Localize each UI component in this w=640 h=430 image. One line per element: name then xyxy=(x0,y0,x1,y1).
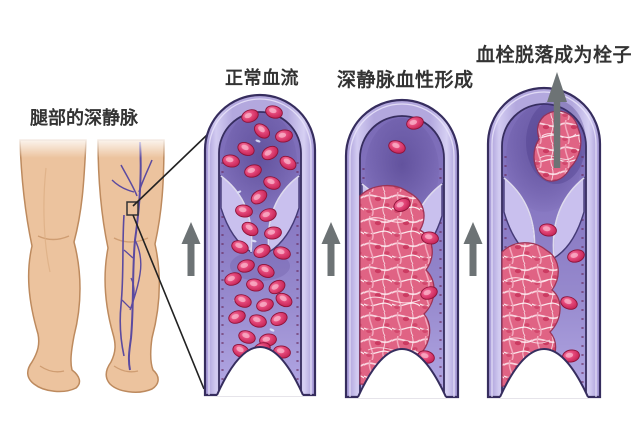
zoom-region-marker xyxy=(126,201,139,216)
vein-panel-embolus xyxy=(486,72,602,399)
leg-illustration xyxy=(8,133,209,393)
left-leg xyxy=(19,139,87,393)
leg-top-fade xyxy=(8,136,174,158)
panel-thrombosis-label: 深静脉血性形成 xyxy=(337,69,474,91)
leg-section-label: 腿部的深静脉 xyxy=(30,108,138,129)
vein-wall-highlight xyxy=(491,91,597,397)
callout-line-lower xyxy=(132,214,205,390)
flow-arrow-2 xyxy=(322,222,341,276)
flow-arrow-1 xyxy=(182,222,201,276)
vein-wall-highlight xyxy=(208,98,312,395)
right-leg xyxy=(97,139,165,393)
panel-normal-label: 正常血流 xyxy=(225,68,299,89)
vein-panel-normal-flow xyxy=(203,93,317,397)
callout-line-upper xyxy=(132,133,209,207)
vein-panel-dvt-formation xyxy=(344,98,460,399)
vessel-cut-arch-line xyxy=(216,346,304,396)
detach-arrow xyxy=(547,72,567,168)
vessel-cut-arch-line xyxy=(499,348,589,398)
vein-wall-highlight xyxy=(349,103,455,397)
vessel-cut-arch-line xyxy=(357,348,447,398)
deep-vein-tree xyxy=(111,141,153,371)
flow-arrow-3 xyxy=(464,222,483,276)
panel-embolus-label: 血栓脱落成为栓子 xyxy=(476,44,633,66)
